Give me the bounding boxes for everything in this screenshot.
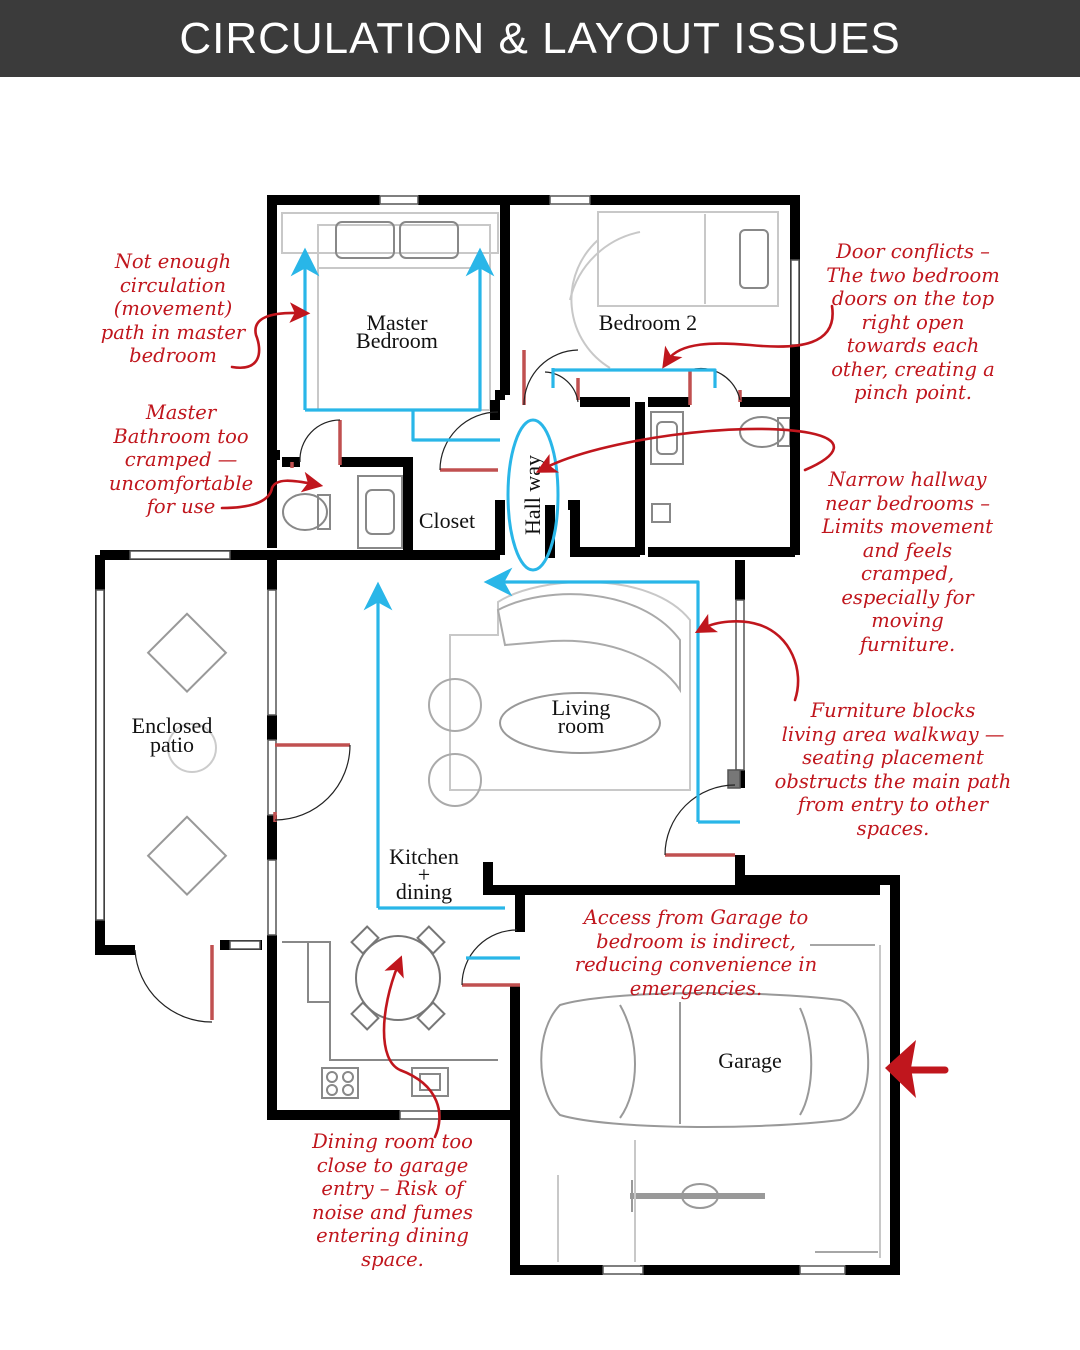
furniture	[146, 211, 881, 1262]
room-kitchen-line3: dining	[396, 879, 452, 904]
dining-table-icon	[350, 925, 446, 1031]
room-patio-line2: patio	[150, 732, 194, 757]
title-bar: CIRCULATION & LAYOUT ISSUES	[0, 0, 1080, 77]
entry-arrow-icon	[885, 1040, 949, 1098]
room-labels: Master Bedroom Bedroom 2 Closet Hall way…	[132, 310, 782, 1073]
doors	[134, 349, 878, 1253]
annotation-pointers	[220, 302, 836, 1139]
room-kitchen-line2: +	[418, 862, 430, 887]
hallway-link	[411, 410, 500, 442]
motorcycle-icon	[630, 1180, 765, 1212]
room-living-line1: Living	[552, 695, 611, 720]
room-living-line2: room	[558, 713, 604, 738]
sink-icon	[357, 475, 403, 549]
room-garage: Garage	[718, 1048, 782, 1073]
stove-icon	[321, 1067, 359, 1099]
car-icon	[540, 992, 870, 1128]
circulation-paths	[290, 247, 740, 960]
room-master-bedroom-line2: Bedroom	[356, 328, 438, 353]
room-kitchen-line1: Kitchen	[389, 844, 459, 869]
toilet-icon	[282, 493, 331, 531]
master-path-right	[305, 247, 495, 412]
armchair-icon	[428, 678, 482, 807]
room-closet: Closet	[419, 508, 475, 533]
toilet-icon	[739, 416, 791, 448]
kitchen-counter	[282, 941, 498, 1099]
armchair-icon	[146, 612, 228, 897]
living-path	[483, 567, 700, 822]
walls	[95, 195, 900, 1275]
bed-icon	[569, 211, 779, 369]
room-bedroom-2: Bedroom 2	[599, 310, 697, 335]
room-hallway: Hall way	[520, 455, 545, 535]
room-master-bedroom-line1: Master	[366, 310, 428, 335]
windows	[95, 195, 846, 1275]
room-patio-line1: Enclosed	[132, 713, 213, 738]
page-title: CIRCULATION & LAYOUT ISSUES	[179, 13, 901, 63]
hallway-highlight	[506, 418, 560, 572]
sofa-icon	[449, 580, 691, 791]
